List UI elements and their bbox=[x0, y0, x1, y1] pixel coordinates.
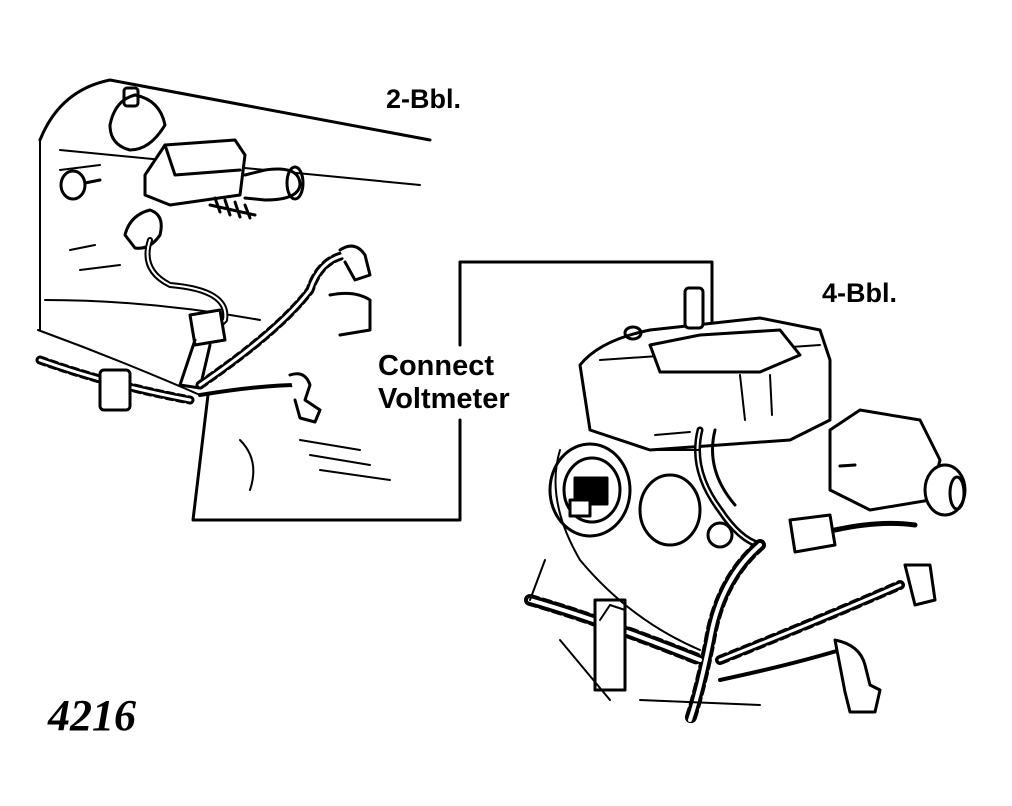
four-barrel-label: 4-Bbl. bbox=[822, 278, 898, 308]
figure-number: 4216 bbox=[48, 691, 136, 740]
connect-label-line2: Voltmeter bbox=[378, 383, 510, 415]
connect-label-line1: Connect bbox=[378, 350, 494, 382]
connect-voltmeter-label: Connect Voltmeter bbox=[378, 350, 510, 416]
two-barrel-carburetor-illustration bbox=[35, 78, 432, 491]
four-barrel-carburetor-illustration bbox=[524, 286, 967, 726]
two-barrel-label: 2-Bbl. bbox=[386, 84, 462, 114]
